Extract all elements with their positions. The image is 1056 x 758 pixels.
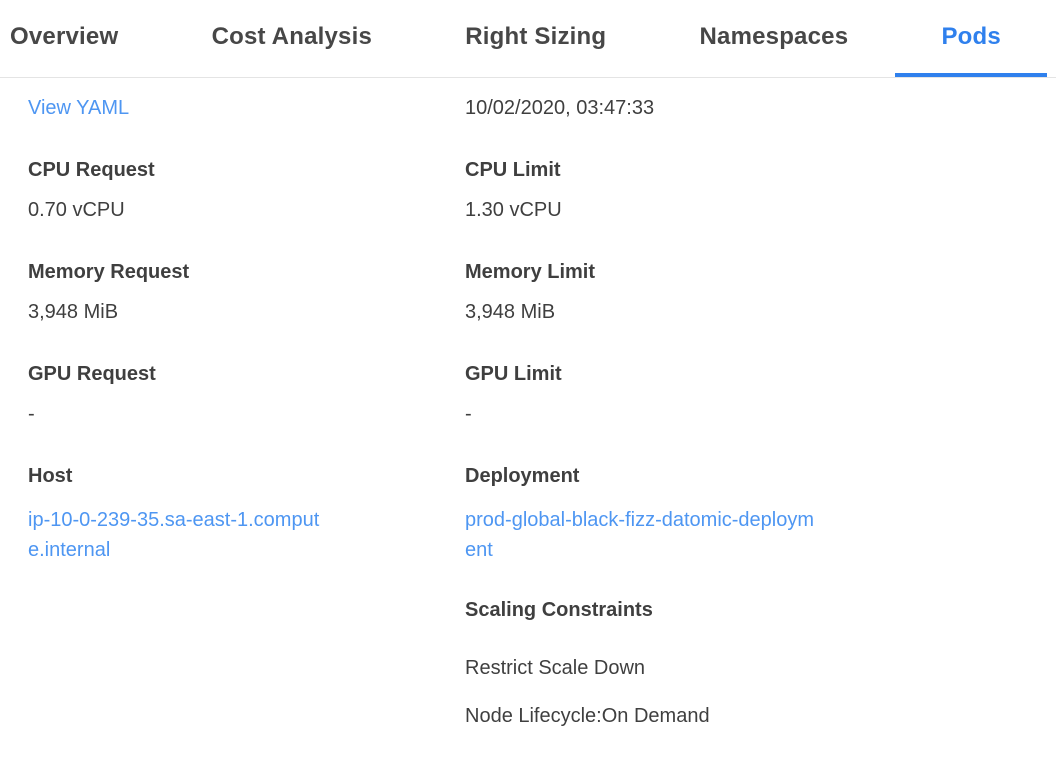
- view-yaml-link[interactable]: View YAML: [28, 97, 130, 119]
- timestamp-cell: 10/02/2020, 03:47:33: [465, 97, 1056, 119]
- deployment-field: Deployment prod-global-black-fizz-datomi…: [465, 465, 1056, 565]
- scaling-constraint-item: Node Lifecycle:On Demand: [465, 705, 710, 727]
- cpu-request-label: CPU Request: [28, 159, 155, 181]
- host-label: Host: [28, 465, 73, 487]
- tab-pods[interactable]: Pods: [895, 0, 1047, 77]
- pod-timestamp: 10/02/2020, 03:47:33: [465, 97, 655, 119]
- deployment-label: Deployment: [465, 465, 580, 487]
- memory-request-field: Memory Request 3,948 MiB: [28, 261, 465, 323]
- tab-right-sizing[interactable]: Right Sizing: [465, 22, 607, 50]
- cpu-limit-field: CPU Limit 1.30 vCPU: [465, 159, 1056, 221]
- pod-detail-panel: View YAML 10/02/2020, 03:47:33 CPU Reque…: [0, 78, 1056, 727]
- deployment-link[interactable]: prod-global-black-fizz-datomic-deploymen…: [465, 509, 815, 561]
- memory-limit-field: Memory Limit 3,948 MiB: [465, 261, 1056, 323]
- cpu-limit-value: 1.30 vCPU: [465, 199, 562, 221]
- cpu-limit-label: CPU Limit: [465, 159, 561, 181]
- scaling-constraint-item: Restrict Scale Down: [465, 657, 646, 679]
- gpu-request-field: GPU Request -: [28, 363, 465, 425]
- deployment-and-scaling-cell: Deployment prod-global-black-fizz-datomi…: [465, 465, 1056, 727]
- host-field: Host ip-10-0-239-35.sa-east-1.compute.in…: [28, 465, 465, 727]
- gpu-limit-value: -: [465, 403, 472, 425]
- memory-request-label: Memory Request: [28, 261, 190, 283]
- gpu-request-value: -: [28, 403, 35, 425]
- tab-overview[interactable]: Overview: [10, 22, 119, 50]
- gpu-request-label: GPU Request: [28, 363, 156, 385]
- memory-limit-label: Memory Limit: [465, 261, 596, 283]
- tab-cost-analysis[interactable]: Cost Analysis: [211, 22, 372, 50]
- view-yaml-cell: View YAML: [28, 97, 465, 119]
- host-link[interactable]: ip-10-0-239-35.sa-east-1.compute.interna…: [28, 509, 320, 561]
- cpu-request-field: CPU Request 0.70 vCPU: [28, 159, 465, 221]
- memory-request-value: 3,948 MiB: [28, 301, 119, 323]
- scaling-constraints-label: Scaling Constraints: [465, 599, 653, 621]
- gpu-limit-label: GPU Limit: [465, 363, 562, 385]
- gpu-limit-field: GPU Limit -: [465, 363, 1056, 425]
- tab-bar: Overview Cost Analysis Right Sizing Name…: [0, 0, 1056, 78]
- scaling-constraints-section: Scaling Constraints Restrict Scale Down …: [465, 599, 1056, 727]
- tab-namespaces[interactable]: Namespaces: [699, 22, 849, 50]
- memory-limit-value: 3,948 MiB: [465, 301, 556, 323]
- cpu-request-value: 0.70 vCPU: [28, 199, 125, 221]
